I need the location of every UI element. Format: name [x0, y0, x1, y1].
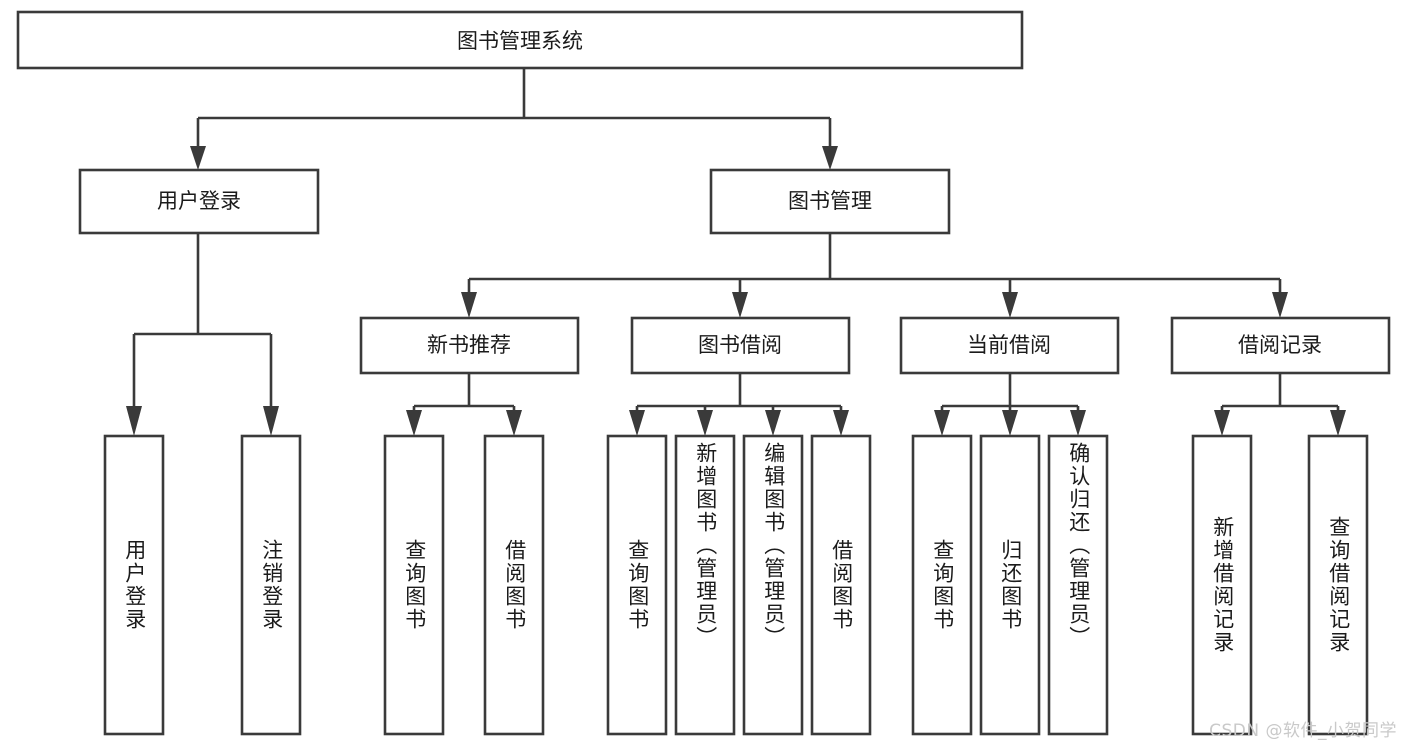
arrowhead-leaf-user-login [126, 406, 142, 436]
arrowhead-leaf-query-record [1330, 410, 1346, 436]
arrowhead-book-borrow [732, 292, 748, 318]
arrowhead-leaf-edit-book [765, 410, 781, 436]
connector-layer [126, 68, 1346, 436]
node-current-borrow[interactable]: 当前借阅 [899, 316, 1120, 375]
arrowhead-user-login [190, 146, 206, 170]
leaf-return-book-box[interactable] [979, 434, 1041, 736]
node-layer: 图书管理系统 用户登录 图书管理 新书推荐 图书借阅 当前 [16, 10, 1391, 736]
node-borrow-record[interactable]: 借阅记录 [1170, 316, 1391, 375]
node-new-book-recommend-label: 新书推荐 [427, 333, 511, 357]
node-root-box[interactable] [16, 10, 1024, 70]
node-root[interactable]: 图书管理系统 [16, 10, 1024, 70]
node-borrow-record-label: 借阅记录 [1238, 333, 1322, 357]
arrowhead-leaf-return-book [1002, 410, 1018, 436]
node-book-borrow-box[interactable] [630, 316, 851, 375]
leaf-user-login-box[interactable] [103, 434, 165, 736]
node-book-manage[interactable]: 图书管理 [709, 168, 951, 235]
node-new-book-recommend[interactable]: 新书推荐 [359, 316, 580, 375]
node-root-label: 图书管理系统 [457, 29, 583, 53]
arrowhead-leaf-confirm-return [1070, 410, 1086, 436]
arrowhead-leaf-query-book-2 [629, 410, 645, 436]
watermark: CSDN @软件_小贺同学 [1209, 721, 1397, 741]
node-current-borrow-label: 当前借阅 [967, 333, 1051, 357]
leaf-add-book-box[interactable] [674, 434, 736, 736]
arrowhead-new-book-recommend [461, 292, 477, 318]
arrowhead-borrow-record [1272, 292, 1288, 318]
node-book-manage-label: 图书管理 [788, 189, 872, 213]
arrowhead-book-manage [822, 146, 838, 170]
node-user-login[interactable]: 用户登录 [78, 168, 320, 235]
node-user-login-label: 用户登录 [157, 189, 241, 213]
arrowhead-leaf-add-book [697, 410, 713, 436]
leaf-confirm-return-box[interactable] [1047, 434, 1109, 736]
leaf-query-book-1-box[interactable] [383, 434, 445, 736]
arrowhead-leaf-borrow-book-2 [833, 410, 849, 436]
leaf-query-book-2-box[interactable] [606, 434, 668, 736]
arrowhead-leaf-query-book-3 [934, 410, 950, 436]
leaf-edit-book-box[interactable] [742, 434, 804, 736]
leaf-add-record-box[interactable] [1191, 434, 1253, 736]
node-book-borrow-label: 图书借阅 [698, 333, 782, 357]
leaf-borrow-book-2-box[interactable] [810, 434, 872, 736]
node-book-borrow[interactable]: 图书借阅 [630, 316, 851, 375]
leaf-query-record-box[interactable] [1307, 434, 1369, 736]
leaf-borrow-book-1-box[interactable] [483, 434, 545, 736]
node-current-borrow-box[interactable] [899, 316, 1120, 375]
leaf-user-logout-box[interactable] [240, 434, 302, 736]
arrowhead-leaf-user-logout [263, 406, 279, 436]
node-book-manage-box[interactable] [709, 168, 951, 235]
arrowhead-leaf-borrow-book-1 [506, 410, 522, 436]
node-new-book-recommend-box[interactable] [359, 316, 580, 375]
arrowhead-leaf-query-book-1 [406, 410, 422, 436]
node-borrow-record-box[interactable] [1170, 316, 1391, 375]
arrowhead-current-borrow [1002, 292, 1018, 318]
node-user-login-box[interactable] [78, 168, 320, 235]
leaf-query-book-3-box[interactable] [911, 434, 973, 736]
arrowhead-leaf-add-record [1214, 410, 1230, 436]
